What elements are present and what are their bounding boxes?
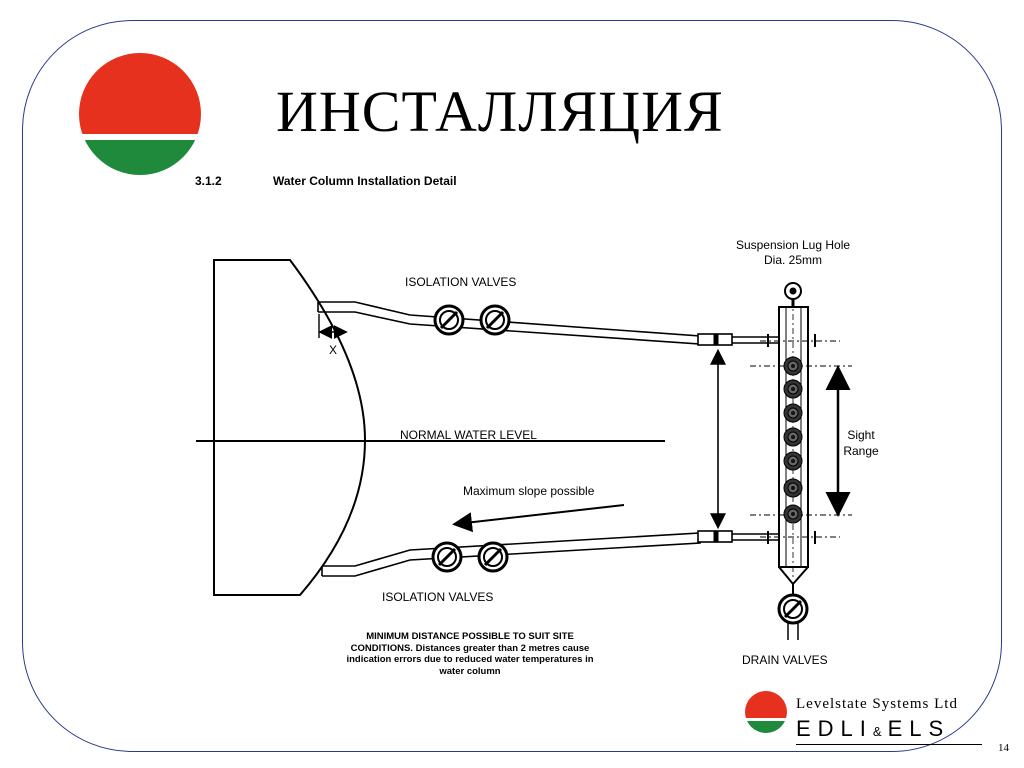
sight-range-label: Sight Range [843, 428, 879, 458]
gauge-lens [783, 451, 803, 471]
max-slope-label: Maximum slope possible [463, 484, 595, 498]
brand-company-name: Levelstate Systems Ltd [796, 696, 958, 712]
brand-underline [796, 744, 982, 745]
gauge-lens [783, 379, 803, 399]
gauge-lens [783, 478, 803, 498]
gauge-lens [783, 356, 803, 376]
section-number: 3.1.2 [195, 174, 222, 188]
bottom-valve-2 [477, 541, 509, 573]
section-title: Water Column Installation Detail [273, 174, 457, 188]
gauge-lens [783, 427, 803, 447]
brand-wordmark: EDLI&ELS [796, 716, 951, 741]
suspension-lug-label: Suspension Lug Hole Dia. 25mm [735, 238, 851, 267]
company-logo [79, 53, 201, 175]
isolation-valves-top-label: ISOLATION VALVES [405, 275, 517, 289]
slide-frame [22, 20, 1002, 752]
brand-logo-mark [745, 691, 787, 733]
x-dimension-label: X [329, 343, 338, 357]
page-number: 14 [998, 742, 1009, 754]
x-dimension [318, 314, 348, 339]
slide-title: ИНСТАЛЛЯЦИЯ [276, 79, 724, 144]
isolation-valves-bottom-label: ISOLATION VALVES [382, 590, 494, 604]
slope-arrow [452, 504, 625, 533]
top-pipe [317, 301, 778, 346]
drum-vessel [213, 259, 367, 596]
top-valve-2 [479, 304, 511, 336]
bottom-valve-1 [431, 541, 463, 573]
drain-valves-label: DRAIN VALVES [742, 653, 828, 667]
top-valve-1 [433, 304, 465, 336]
drain-valve [777, 593, 809, 625]
gauge-lens [783, 504, 803, 524]
installation-note: MINIMUM DISTANCE POSSIBLE TO SUIT SITE C… [346, 631, 594, 677]
gauge-lens [783, 403, 803, 423]
normal-water-level-label: NORMAL WATER LEVEL [400, 428, 537, 442]
bottom-pipe [321, 530, 778, 577]
